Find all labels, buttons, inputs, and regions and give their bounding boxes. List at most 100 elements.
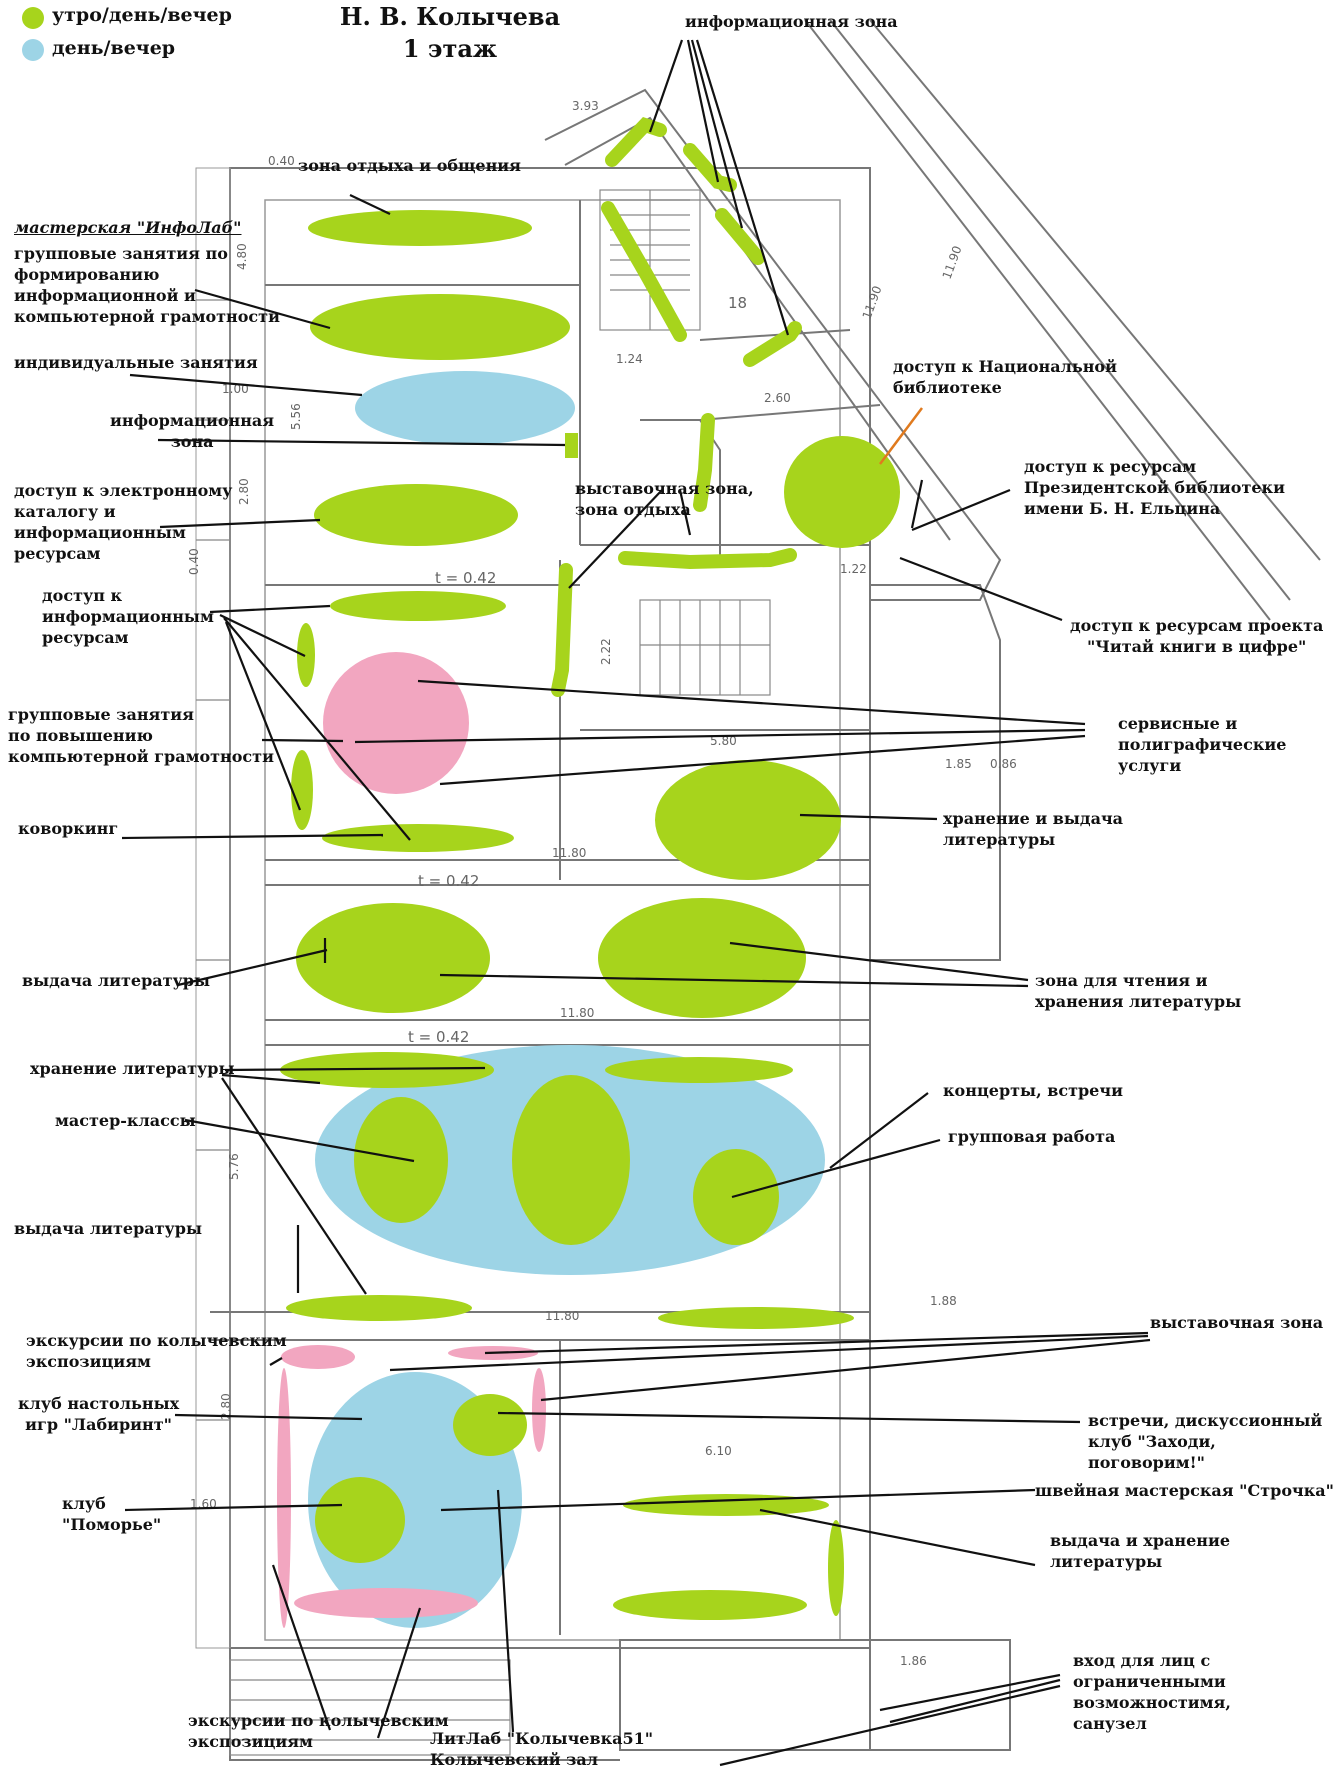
label-read-in-digits: доступ к ресурсам проекта "Читай книги в…: [1070, 616, 1324, 656]
dim-label: 0.40: [268, 154, 295, 168]
dim-label: 18: [728, 294, 747, 312]
dim-label: 1.24: [616, 352, 643, 366]
dim-label: 1.85: [945, 757, 972, 771]
zone-master-class-2: [512, 1075, 630, 1245]
label-master-classes: мастер-классы: [55, 1111, 196, 1130]
dim-label: 4.80: [235, 243, 249, 270]
label-infolab-title: мастерская "ИнфоЛаб": [14, 218, 242, 237]
zone-info-resources: [330, 591, 506, 621]
label-info-zone-left: информационная зона: [110, 411, 275, 451]
zone-issue-bottom: [286, 1295, 472, 1321]
label-reading-zone: зона для чтения и хранения литературы: [1035, 971, 1242, 1011]
label-issue-storage: выдача и хранение литературы: [1050, 1531, 1231, 1571]
zone-storage-left: [280, 1052, 494, 1088]
zone-storage-right: [605, 1057, 793, 1083]
dim-label: 0.40: [187, 548, 201, 575]
label-group-work: групповая работа: [948, 1127, 1116, 1146]
zone-presidential-library: [784, 436, 900, 548]
access-line-national: [879, 407, 923, 465]
label-coworking: коворкинг: [18, 819, 119, 838]
zone-catalog-access: [314, 484, 518, 546]
dim-label: 1.88: [930, 1294, 957, 1308]
label-group-literacy: групповые занятия по формированию информ…: [14, 244, 280, 326]
dim-label: t = 0.42: [408, 1028, 469, 1046]
zone-storage-bottom: [658, 1307, 854, 1329]
label-sewing-workshop: швейная мастерская "Строчка": [1035, 1481, 1334, 1500]
label-excursions-bottom: экскурсии по колычевским экспозициям: [188, 1711, 449, 1751]
label-issue-literature-2: выдача литературы: [14, 1219, 203, 1238]
zone-discussion-club: [453, 1394, 527, 1456]
dim-label: 11.80: [545, 1309, 579, 1323]
zone-issue-literature: [296, 903, 490, 1013]
dim-label: 5.76: [227, 1153, 241, 1180]
leader-lines: [121, 39, 1151, 1767]
zone-excursion-vertical: [277, 1368, 291, 1628]
dim-label: 5.56: [289, 403, 303, 430]
zone-info-strokes: [551, 116, 802, 697]
zone-issue-storage-vertical: [828, 1520, 844, 1616]
zone-excursion-top: [281, 1345, 355, 1369]
legend-swatch-blue: [22, 39, 44, 61]
legend-swatch-green: [22, 7, 44, 29]
label-presidential-library: доступ к ресурсам Президентской библиоте…: [1024, 457, 1285, 518]
dim-label: t = 0.42: [435, 569, 496, 587]
zone-group-advanced: [291, 750, 313, 830]
label-individual-classes: индивидуальные занятия: [14, 353, 258, 372]
label-exhibition-rest: выставочная зона, зона отдыха: [575, 479, 754, 519]
dim-label: 6.10: [705, 1444, 732, 1458]
zone-storage-issue: [655, 760, 841, 880]
label-rest-zone: зона отдыха и общения: [298, 156, 521, 175]
dim-label: 2.60: [764, 391, 791, 405]
dim-label: 3.93: [572, 99, 599, 113]
dim-label: 11.90: [940, 244, 965, 281]
label-national-library: доступ к Национальной библиотеке: [893, 357, 1117, 397]
zone-info-resources-vertical: [297, 623, 315, 687]
zone-service-printing: [323, 652, 469, 794]
label-board-games: клуб настольных игр "Лабиринт": [18, 1394, 180, 1434]
label-exhibition-zone: выставочная зона: [1150, 1313, 1324, 1332]
zone-group-literacy: [310, 294, 570, 360]
dim-label: 1.86: [900, 1654, 927, 1668]
dim-label: 11.90: [860, 284, 885, 321]
label-discussion-club: встречи, дискуссионный клуб "Заходи, пог…: [1088, 1411, 1323, 1472]
zone-rest-communication: [308, 210, 532, 246]
dim-label: 2.80: [237, 478, 251, 505]
label-info-resources-access: доступ к информационным ресурсам: [42, 586, 214, 647]
stairs: [196, 189, 771, 1756]
zone-individual-classes: [355, 371, 575, 445]
dimension-labels: 3.93 0.40 4.80 5.56 1.00 2.80 0.40 t = 0…: [187, 99, 1017, 1668]
page-title: Н. В. Колычева: [339, 2, 561, 31]
label-info-zone-top: информационная зона: [685, 12, 898, 31]
zones: [277, 116, 900, 1628]
dim-label: 2.22: [599, 638, 613, 665]
dim-label: t = 0.42: [418, 872, 479, 890]
label-excursions-top: экскурсии по колычевским экспозициям: [26, 1331, 287, 1371]
page-subtitle: 1 этаж: [402, 34, 498, 63]
zone-coworking: [322, 824, 514, 852]
legend-label-morning: утро/день/вечер: [52, 4, 232, 26]
label-concerts: концерты, встречи: [943, 1081, 1123, 1100]
zone-litlab: [294, 1588, 478, 1618]
zone-info-left: [565, 433, 578, 458]
dim-label: 11.80: [552, 846, 586, 860]
label-pomorye-club: клуб "Поморье": [62, 1494, 162, 1534]
label-catalog-access: доступ к электронному каталогу и информа…: [14, 481, 233, 563]
zone-reading: [598, 898, 806, 1018]
zone-litlab-green: [613, 1590, 807, 1620]
dim-label: 0.86: [990, 757, 1017, 771]
legend-label-daytime: день/вечер: [52, 37, 176, 59]
zone-master-class-1: [354, 1097, 448, 1223]
label-litlab: ЛитЛаб "Колычевка51" Колычевский зал: [430, 1729, 654, 1769]
label-service-printing: сервисные и полиграфические услуги: [1118, 714, 1287, 775]
zone-exhibition-vertical: [532, 1368, 546, 1452]
dim-label: 2.80: [219, 1393, 233, 1420]
dim-label: 11.80: [560, 1006, 594, 1020]
label-storage-literature: хранение литературы: [30, 1059, 235, 1078]
dim-label: 5.80: [710, 734, 737, 748]
zone-pomorye: [315, 1477, 405, 1563]
label-accessible-entrance: вход для лиц с ограниченными возможности…: [1073, 1651, 1231, 1733]
label-group-advanced: групповые занятия по повышению компьютер…: [8, 705, 274, 766]
label-storage-issue: хранение и выдача литературы: [943, 809, 1124, 849]
label-issue-literature-1: выдача литературы: [22, 971, 211, 990]
